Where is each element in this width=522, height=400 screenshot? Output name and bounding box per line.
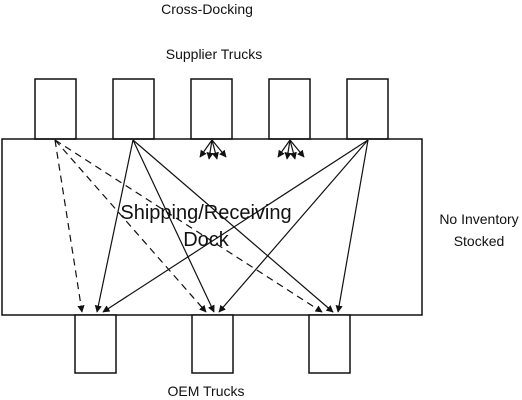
- oem-trucks-label: OEM Trucks: [167, 383, 244, 399]
- shipping-receiving-dock: [1, 138, 423, 316]
- solid-flow-arrow: [132, 139, 334, 313]
- oem-truck: [308, 314, 351, 374]
- oem-truck: [74, 314, 117, 374]
- solid-flow-arrow: [335, 139, 369, 313]
- dashed-flow-arrow: [54, 139, 323, 313]
- supplier-trucks: [34, 78, 389, 140]
- fan-arrow: [211, 139, 219, 160]
- fan-arrow: [211, 139, 227, 158]
- solid-flow-arrow: [132, 139, 215, 313]
- note-line2: Stocked: [454, 233, 505, 249]
- solid-flows: [94, 139, 369, 313]
- supplier-truck: [34, 78, 77, 140]
- note-line1: No Inventory: [439, 211, 518, 227]
- diagram-title: Cross-Docking: [161, 1, 253, 17]
- fan-arrow: [206, 139, 214, 160]
- dashed-flow-arrow: [54, 139, 207, 313]
- fan-arrow: [289, 139, 297, 160]
- supplier-truck: [112, 78, 155, 140]
- fan-arrow: [277, 139, 291, 158]
- oem-trucks: [74, 314, 351, 374]
- fan-arrows: [199, 139, 305, 160]
- solid-flow-arrow: [218, 139, 369, 313]
- fan-arrow: [284, 139, 292, 160]
- fan-arrow: [289, 139, 305, 158]
- solid-flow-arrow: [102, 139, 369, 313]
- dashed-flow-arrow: [54, 139, 85, 313]
- dock-label-line1: Shipping/Receiving: [120, 202, 291, 224]
- supplier-truck: [346, 78, 389, 140]
- solid-flow-arrow: [94, 139, 134, 313]
- oem-truck: [191, 314, 234, 374]
- dashed-flows: [54, 139, 323, 313]
- supplier-trucks-label: Supplier Trucks: [166, 46, 262, 62]
- fan-arrow: [199, 139, 213, 158]
- supplier-truck: [268, 78, 311, 140]
- supplier-truck: [190, 78, 233, 140]
- dock-label-line2: Dock: [183, 229, 230, 251]
